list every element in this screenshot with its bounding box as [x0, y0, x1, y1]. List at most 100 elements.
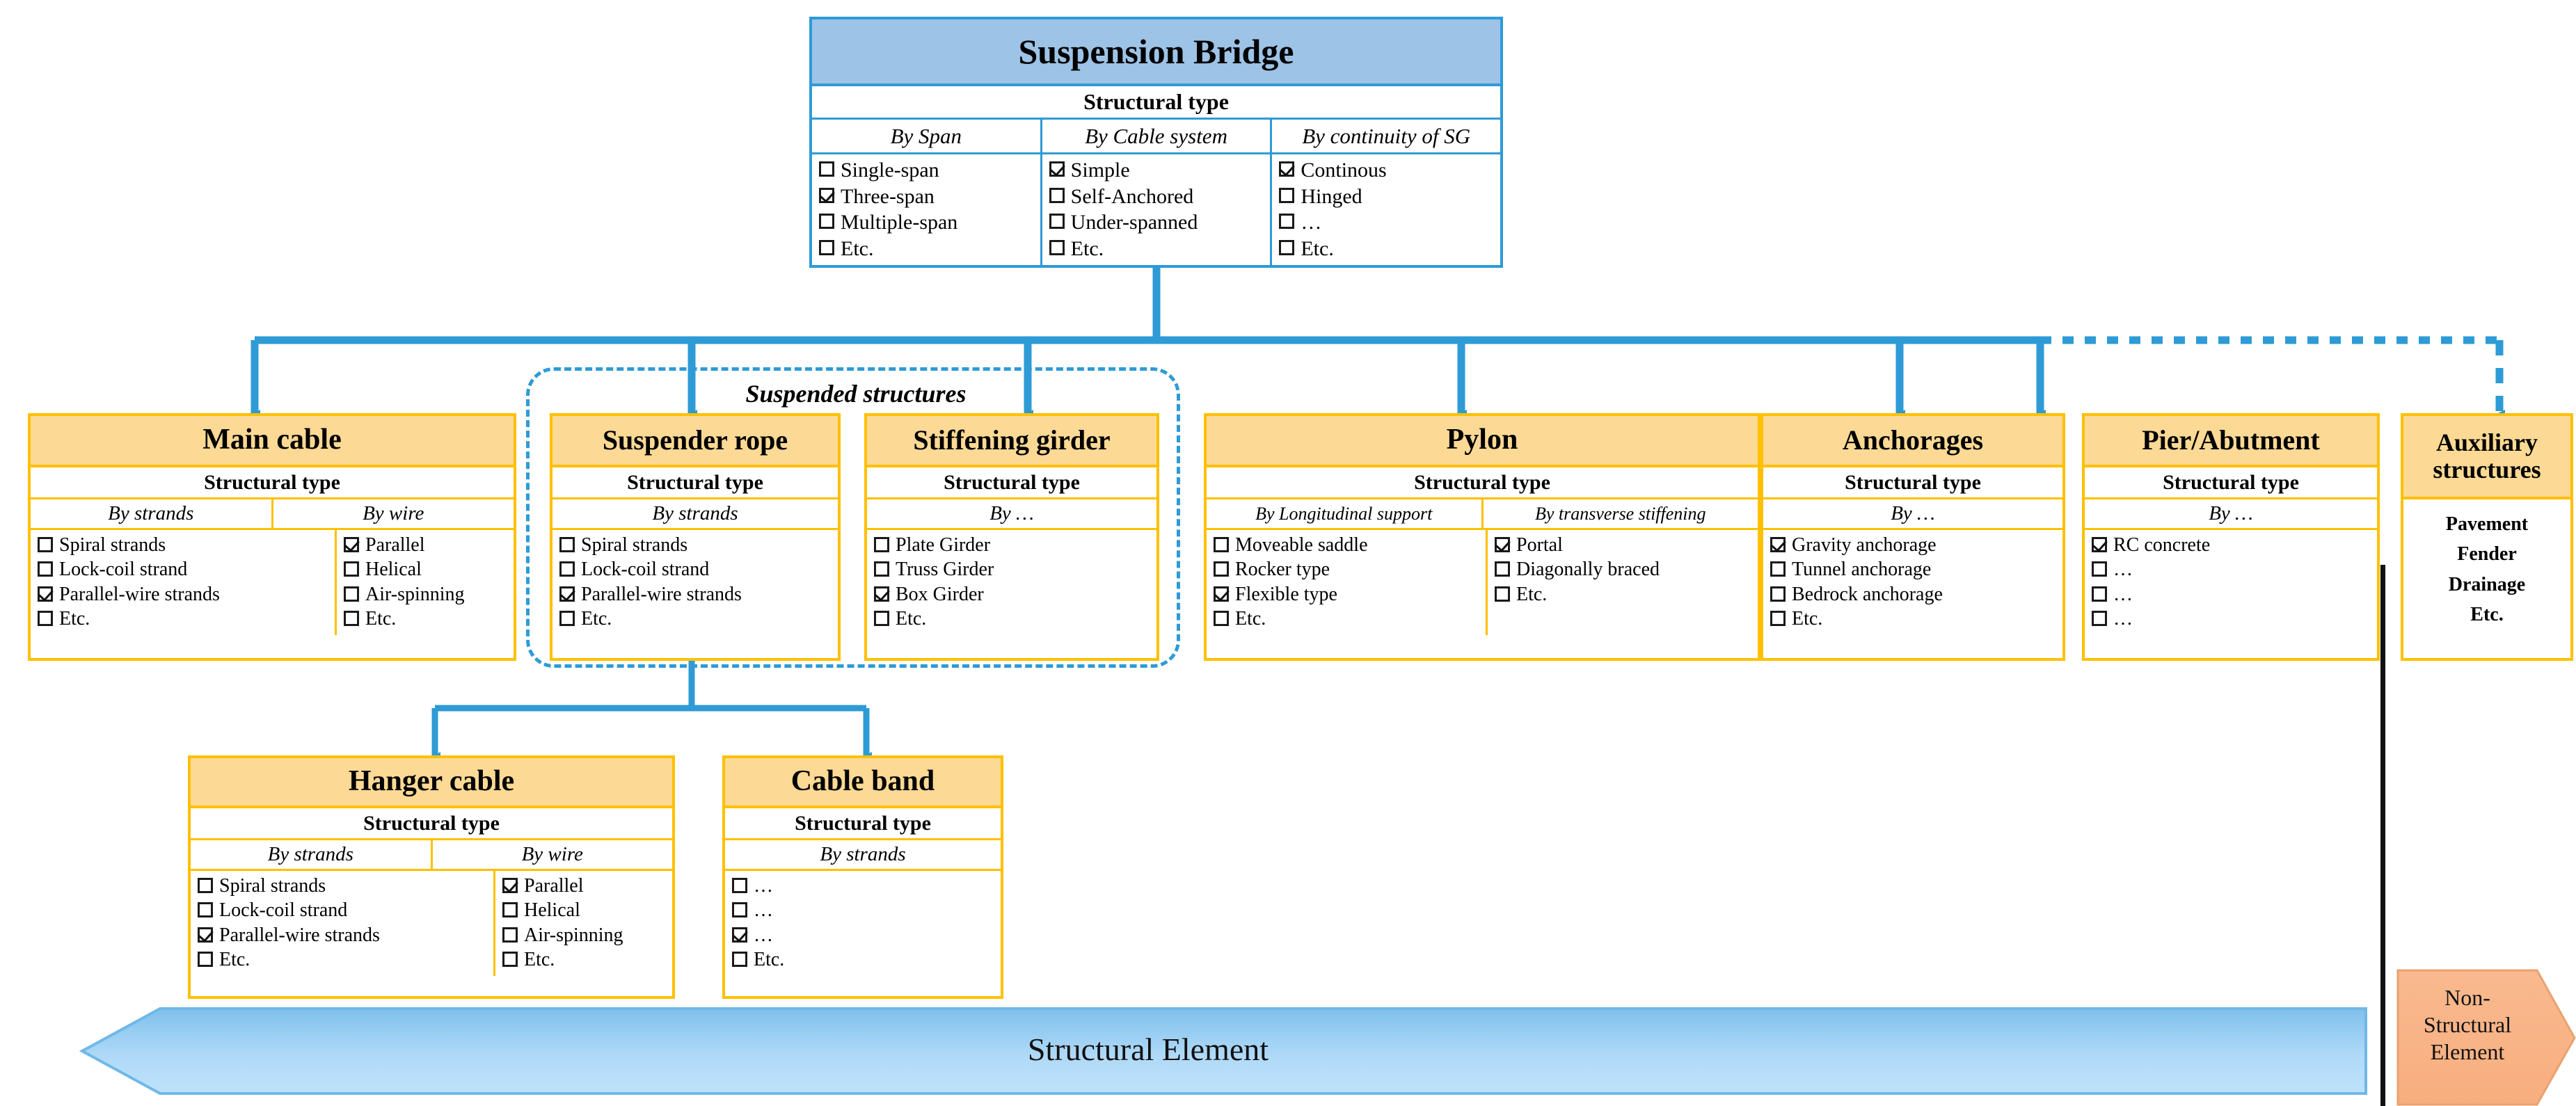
checkbox-option[interactable]: Etc.: [867, 607, 1156, 631]
checkbox-option[interactable]: …: [1272, 209, 1500, 236]
checkbox-option[interactable]: Etc.: [31, 607, 335, 631]
checkbox-option[interactable]: Moveable saddle: [1207, 533, 1486, 557]
checkbox-option[interactable]: Simple: [1042, 157, 1271, 184]
checkbox-option[interactable]: …: [725, 923, 1001, 947]
checkbox-option[interactable]: Parallel-wire strands: [191, 923, 493, 947]
checkbox-checked-icon[interactable]: [819, 187, 834, 203]
checkbox-option[interactable]: Parallel: [495, 874, 672, 898]
checkbox-icon[interactable]: [1214, 561, 1229, 577]
checkbox-icon[interactable]: [38, 611, 53, 627]
checkbox-option[interactable]: Etc.: [552, 607, 838, 631]
checkbox-option[interactable]: Spiral strands: [552, 533, 838, 557]
checkbox-option[interactable]: Air-spinning: [337, 582, 514, 607]
checkbox-icon[interactable]: [1279, 187, 1295, 203]
checkbox-option[interactable]: Etc.: [1272, 236, 1500, 262]
checkbox-option[interactable]: …: [2085, 582, 2377, 607]
checkbox-icon[interactable]: [198, 878, 213, 893]
checkbox-icon[interactable]: [344, 561, 359, 577]
checkbox-option[interactable]: Helical: [337, 557, 514, 582]
checkbox-option[interactable]: Spiral strands: [31, 533, 335, 557]
checkbox-option[interactable]: Flexible type: [1207, 582, 1486, 607]
checkbox-option[interactable]: Parallel: [337, 533, 514, 557]
checkbox-option[interactable]: Truss Girder: [867, 557, 1156, 582]
checkbox-icon[interactable]: [1495, 561, 1510, 577]
checkbox-icon[interactable]: [38, 537, 53, 552]
checkbox-option[interactable]: RC concrete: [2085, 533, 2377, 557]
checkbox-option[interactable]: Etc.: [1763, 607, 2062, 631]
checkbox-icon[interactable]: [1770, 611, 1786, 627]
checkbox-icon[interactable]: [1770, 586, 1786, 602]
checkbox-icon[interactable]: [819, 161, 834, 177]
checkbox-icon[interactable]: [198, 952, 213, 968]
checkbox-icon[interactable]: [1214, 611, 1229, 627]
checkbox-option[interactable]: Lock-coil strand: [31, 557, 335, 582]
checkbox-option[interactable]: …: [725, 898, 1001, 922]
checkbox-option[interactable]: Continous: [1272, 157, 1500, 184]
checkbox-icon[interactable]: [732, 878, 747, 893]
checkbox-option[interactable]: Bedrock anchorage: [1763, 582, 2062, 607]
checkbox-option[interactable]: Self-Anchored: [1042, 184, 1271, 210]
checkbox-checked-icon[interactable]: [874, 586, 889, 602]
checkbox-option[interactable]: Single-span: [812, 157, 1040, 184]
checkbox-option[interactable]: Tunnel anchorage: [1763, 557, 2062, 582]
checkbox-option[interactable]: Portal: [1488, 533, 1758, 557]
checkbox-icon[interactable]: [1214, 537, 1229, 552]
checkbox-icon[interactable]: [732, 902, 747, 918]
checkbox-icon[interactable]: [502, 952, 518, 968]
checkbox-checked-icon[interactable]: [1214, 586, 1229, 602]
checkbox-icon[interactable]: [1495, 586, 1510, 602]
checkbox-icon[interactable]: [2092, 611, 2107, 627]
checkbox-option[interactable]: Diagonally braced: [1488, 557, 1758, 582]
checkbox-icon[interactable]: [1049, 187, 1065, 203]
checkbox-icon[interactable]: [502, 927, 518, 943]
checkbox-option[interactable]: Etc.: [812, 236, 1040, 262]
checkbox-icon[interactable]: [559, 611, 575, 627]
checkbox-option[interactable]: Lock-coil strand: [552, 557, 838, 582]
checkbox-icon[interactable]: [38, 561, 53, 577]
checkbox-option[interactable]: …: [725, 874, 1001, 898]
checkbox-icon[interactable]: [874, 537, 889, 552]
checkbox-checked-icon[interactable]: [732, 927, 747, 943]
checkbox-option[interactable]: …: [2085, 607, 2377, 631]
checkbox-icon[interactable]: [819, 214, 834, 230]
checkbox-icon[interactable]: [819, 239, 834, 255]
checkbox-icon[interactable]: [1279, 214, 1295, 230]
checkbox-icon[interactable]: [2092, 561, 2107, 577]
checkbox-icon[interactable]: [732, 952, 747, 968]
checkbox-option[interactable]: Hinged: [1272, 184, 1500, 210]
checkbox-icon[interactable]: [1770, 561, 1786, 577]
checkbox-option[interactable]: Lock-coil strand: [191, 898, 493, 922]
checkbox-icon[interactable]: [344, 611, 359, 627]
checkbox-icon[interactable]: [1049, 214, 1065, 230]
checkbox-option[interactable]: Helical: [495, 898, 672, 922]
checkbox-option[interactable]: …: [2085, 557, 2377, 582]
checkbox-option[interactable]: Under-spanned: [1042, 209, 1271, 236]
checkbox-checked-icon[interactable]: [559, 586, 575, 602]
checkbox-option[interactable]: Etc.: [191, 947, 493, 972]
checkbox-option[interactable]: Plate Girder: [867, 533, 1156, 557]
checkbox-option[interactable]: Etc.: [1207, 607, 1486, 631]
checkbox-option[interactable]: Etc.: [725, 947, 1001, 972]
checkbox-option[interactable]: Etc.: [1042, 236, 1271, 262]
checkbox-checked-icon[interactable]: [502, 878, 518, 893]
checkbox-option[interactable]: Air-spinning: [495, 923, 672, 947]
checkbox-checked-icon[interactable]: [38, 586, 53, 602]
checkbox-option[interactable]: Multiple-span: [812, 209, 1040, 236]
checkbox-icon[interactable]: [559, 537, 575, 552]
checkbox-checked-icon[interactable]: [1495, 537, 1510, 552]
checkbox-option[interactable]: Box Girder: [867, 582, 1156, 607]
checkbox-checked-icon[interactable]: [198, 927, 213, 943]
checkbox-option[interactable]: Three-span: [812, 184, 1040, 210]
checkbox-checked-icon[interactable]: [2092, 537, 2107, 552]
checkbox-icon[interactable]: [198, 902, 213, 918]
checkbox-checked-icon[interactable]: [1049, 161, 1065, 177]
checkbox-option[interactable]: Etc.: [495, 947, 672, 972]
checkbox-icon[interactable]: [344, 586, 359, 602]
checkbox-icon[interactable]: [2092, 586, 2107, 602]
checkbox-icon[interactable]: [1279, 239, 1295, 255]
checkbox-checked-icon[interactable]: [344, 537, 359, 552]
checkbox-icon[interactable]: [559, 561, 575, 577]
checkbox-icon[interactable]: [502, 902, 518, 918]
checkbox-option[interactable]: Spiral strands: [191, 874, 493, 898]
checkbox-icon[interactable]: [874, 611, 889, 627]
